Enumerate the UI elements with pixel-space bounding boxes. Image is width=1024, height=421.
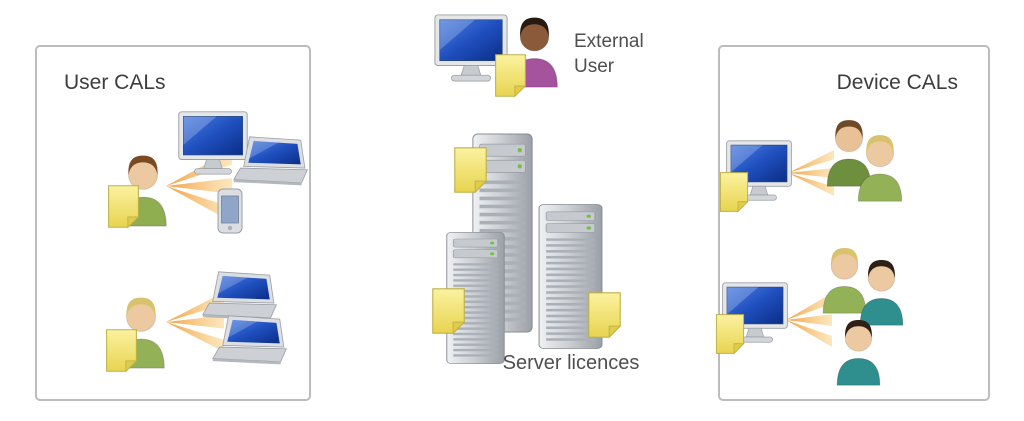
laptop-icon	[212, 315, 288, 366]
server-licences-label: Server licences	[502, 352, 640, 374]
user-cals-title: User CALs	[64, 71, 166, 94]
license-doc-icon	[586, 291, 623, 339]
license-doc-icon	[106, 184, 141, 229]
device-cals-title: Device CALs	[836, 71, 958, 94]
license-doc-icon	[430, 287, 467, 335]
license-doc-icon	[452, 146, 489, 194]
laptop-icon	[233, 136, 309, 187]
user-cals-panel: User CALs	[35, 45, 311, 401]
person-icon	[830, 312, 887, 387]
license-doc-icon	[493, 53, 528, 98]
license-doc-icon	[718, 171, 750, 213]
external-user-label: External User	[574, 31, 644, 77]
person-icon	[851, 127, 909, 203]
smartphone-icon	[217, 188, 243, 234]
license-doc-icon	[104, 328, 139, 373]
license-doc-icon	[714, 313, 746, 355]
